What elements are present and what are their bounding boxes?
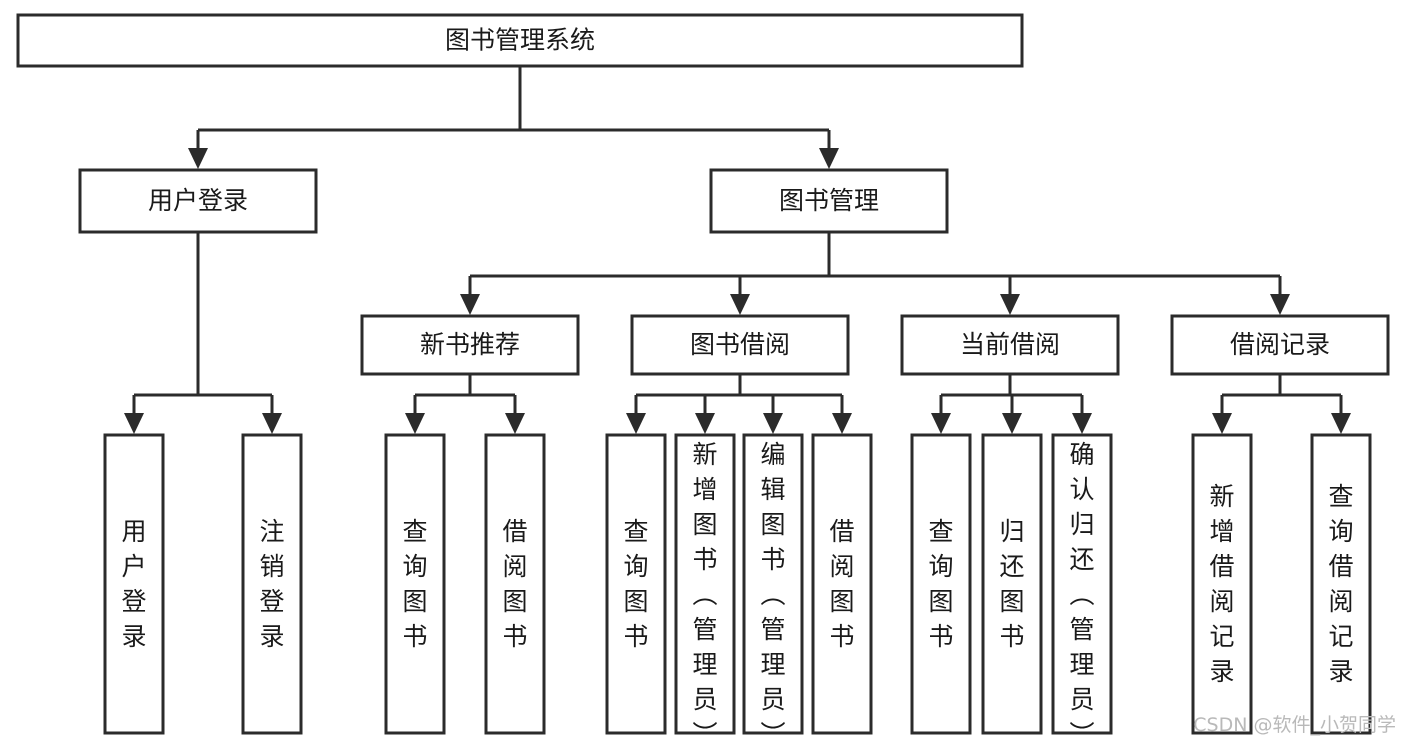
- node-l-user-logout[interactable]: 注销登录: [241, 433, 303, 735]
- node-n-new-book[interactable]: 新书推荐: [360, 314, 580, 376]
- node-label: 查询图书: [402, 517, 427, 651]
- edge-arrowhead-icon: [626, 413, 646, 434]
- edge-arrowhead-icon: [1212, 413, 1232, 434]
- node-label: 图书管理: [779, 186, 879, 215]
- node-n-borrow[interactable]: 图书借阅: [630, 314, 850, 376]
- edge-arrowhead-icon: [1002, 413, 1022, 434]
- edge-arrowhead-icon: [460, 294, 480, 315]
- node-box: [910, 433, 972, 735]
- edges-layer: [124, 66, 1351, 434]
- node-box: [360, 314, 580, 376]
- node-label: 借阅图书: [502, 517, 527, 651]
- node-label: 借阅图书: [829, 517, 854, 651]
- node-l-rec-add[interactable]: 新增借阅记录: [1191, 433, 1253, 735]
- node-label: 查询图书: [928, 517, 953, 651]
- node-n-user-login[interactable]: 用户登录: [78, 168, 318, 234]
- node-box: [1170, 314, 1390, 376]
- node-box: [605, 433, 667, 735]
- node-label: 查询借阅记录: [1328, 482, 1353, 686]
- node-label: 归还图书: [999, 517, 1024, 651]
- node-box: [16, 13, 1024, 68]
- edge-arrowhead-icon: [262, 413, 282, 434]
- node-box: [103, 433, 165, 735]
- node-l-cur-query[interactable]: 查询图书: [910, 433, 972, 735]
- node-box: [811, 433, 873, 735]
- node-box: [674, 433, 736, 735]
- edge-arrowhead-icon: [1331, 413, 1351, 434]
- node-box: [78, 168, 318, 234]
- node-label: 用户登录: [121, 517, 146, 651]
- edge-arrowhead-icon: [819, 148, 839, 169]
- node-root[interactable]: 图书管理系统: [16, 13, 1024, 68]
- node-n-book-mgmt[interactable]: 图书管理: [709, 168, 949, 234]
- node-label: 确认归还︵管理员︶: [1069, 440, 1094, 747]
- edge-arrowhead-icon: [505, 413, 525, 434]
- node-box: [630, 314, 850, 376]
- edge-arrowhead-icon: [188, 148, 208, 169]
- node-box: [709, 168, 949, 234]
- node-box: [900, 314, 1120, 376]
- edge-arrowhead-icon: [763, 413, 783, 434]
- node-box: [1051, 433, 1113, 735]
- edge-arrowhead-icon: [730, 294, 750, 315]
- watermark-label: CSDN @软件_小贺同学: [1193, 714, 1396, 736]
- edge-arrowhead-icon: [124, 413, 144, 434]
- edge-arrowhead-icon: [832, 413, 852, 434]
- node-n-current[interactable]: 当前借阅: [900, 314, 1120, 376]
- node-label: 图书管理系统: [445, 26, 595, 55]
- node-box: [742, 433, 804, 735]
- node-label: 注销登录: [259, 517, 284, 651]
- node-box: [484, 433, 546, 735]
- edge-arrowhead-icon: [405, 413, 425, 434]
- edge-arrowhead-icon: [1072, 413, 1092, 434]
- node-l-rec-query[interactable]: 查询借阅记录: [1310, 433, 1372, 735]
- node-l-bk-query[interactable]: 查询图书: [605, 433, 667, 735]
- node-label: 查询图书: [623, 517, 648, 651]
- node-label: 借阅记录: [1230, 330, 1330, 359]
- node-label: 新增借阅记录: [1209, 482, 1234, 686]
- node-l-bk-borrow[interactable]: 借阅图书: [811, 433, 873, 735]
- node-label: 用户登录: [148, 186, 248, 215]
- edge-arrowhead-icon: [1270, 294, 1290, 315]
- node-label: 新书推荐: [420, 330, 520, 359]
- node-l-nb-borrow[interactable]: 借阅图书: [484, 433, 546, 735]
- node-box: [1310, 433, 1372, 735]
- node-l-nb-query[interactable]: 查询图书: [384, 433, 446, 735]
- node-l-bk-edit[interactable]: 编辑图书︵管理员︶: [742, 433, 804, 747]
- edge-arrowhead-icon: [695, 413, 715, 434]
- node-n-records[interactable]: 借阅记录: [1170, 314, 1390, 376]
- node-l-bk-add[interactable]: 新增图书︵管理员︶: [674, 433, 736, 747]
- edge-arrowhead-icon: [931, 413, 951, 434]
- node-box: [241, 433, 303, 735]
- edge-arrowhead-icon: [1000, 294, 1020, 315]
- node-box: [981, 433, 1043, 735]
- node-label: 新增图书︵管理员︶: [692, 440, 717, 747]
- node-box: [1191, 433, 1253, 735]
- node-box: [384, 433, 446, 735]
- node-l-cur-return[interactable]: 归还图书: [981, 433, 1043, 735]
- nodes-layer: 图书管理系统用户登录图书管理新书推荐图书借阅当前借阅借阅记录用户登录注销登录查询…: [16, 13, 1390, 747]
- node-label: 图书借阅: [690, 330, 790, 359]
- node-l-cur-confirm[interactable]: 确认归还︵管理员︶: [1051, 433, 1113, 747]
- node-l-user-login[interactable]: 用户登录: [103, 433, 165, 735]
- node-label: 编辑图书︵管理员︶: [760, 440, 785, 747]
- node-label: 当前借阅: [960, 330, 1060, 359]
